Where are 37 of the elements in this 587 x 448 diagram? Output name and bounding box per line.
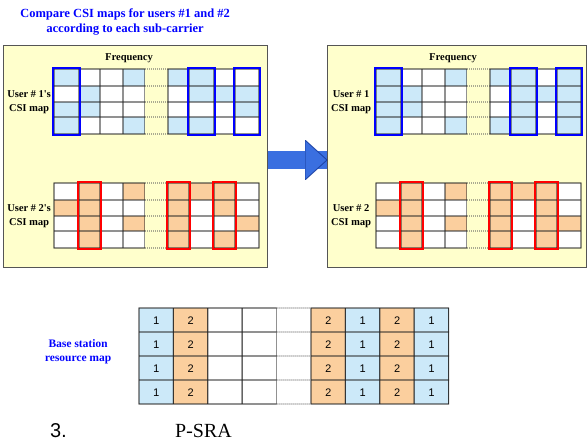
row-label: User # 1's CSI map <box>7 88 51 116</box>
cell-number: 1 <box>153 387 160 399</box>
row-label: Base station resource map <box>44 337 112 365</box>
cell-number: 1 <box>360 339 366 351</box>
cell-number: 2 <box>188 363 194 375</box>
cell-number: 2 <box>325 387 332 399</box>
arrow <box>268 140 328 180</box>
cell-number: 1 <box>360 363 366 375</box>
cell-number: 1 <box>428 363 434 375</box>
cell-number: 2 <box>325 363 332 375</box>
cell-number: 2 <box>325 315 332 327</box>
row-label: User # 1 CSI map <box>330 88 372 116</box>
cell-number: 1 <box>153 339 160 351</box>
axis-label: Frequency <box>104 52 154 63</box>
axis-label: Frequency <box>428 52 478 63</box>
cell-number: 2 <box>394 387 400 399</box>
caption-text: P-SRA <box>175 420 232 443</box>
cell-number: 1 <box>428 387 434 399</box>
cell-number: 1 <box>428 339 434 351</box>
cell-number: 1 <box>360 387 366 399</box>
cell-number: 2 <box>394 363 400 375</box>
cell-number: 2 <box>188 339 194 351</box>
cell-number: 1 <box>360 315 366 327</box>
cell-number: 2 <box>325 339 332 351</box>
title: Compare CSI maps for users #1 and #2 according to each sub-carrier <box>19 6 231 36</box>
cell-number: 1 <box>153 363 160 375</box>
panel <box>327 45 587 268</box>
cell-number: 2 <box>188 387 194 399</box>
cell-number: 1 <box>428 315 434 327</box>
cell-number: 2 <box>394 339 400 351</box>
caption-text: 3. <box>50 420 67 443</box>
row-label: User # 2 CSI map <box>330 202 372 230</box>
row-label: User # 2's CSI map <box>7 202 51 230</box>
cell-number: 2 <box>188 315 194 327</box>
cell-number: 1 <box>153 315 160 327</box>
cell-number: 2 <box>394 315 400 327</box>
panel <box>3 45 268 268</box>
